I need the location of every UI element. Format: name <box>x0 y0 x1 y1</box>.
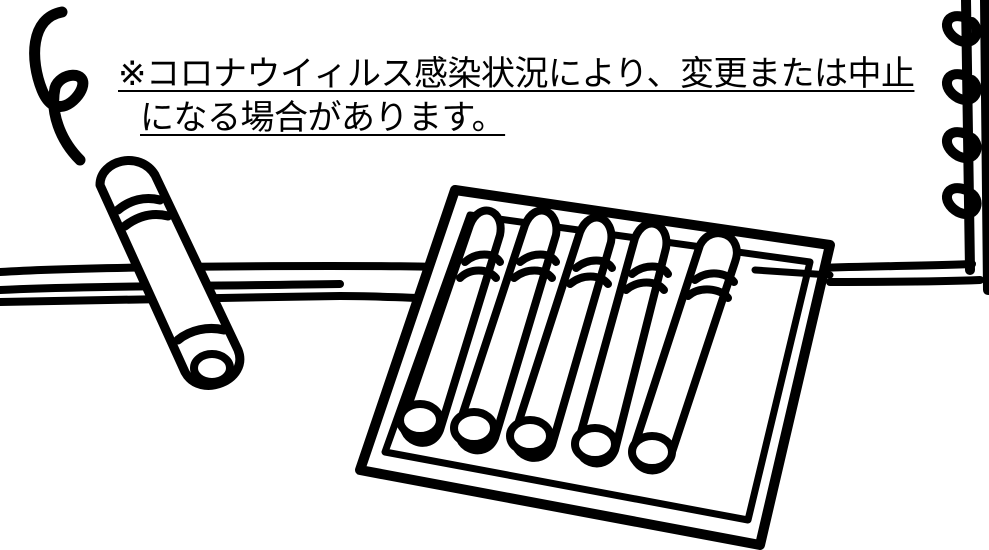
chalk-in-box-1 <box>396 206 505 447</box>
notice-line-2-text: になる場合があります。 <box>140 98 506 138</box>
spiral-binding-icon <box>942 0 989 295</box>
notice-line-1: ※コロナウイィルス感染状況により、変更または中止 <box>118 52 918 96</box>
notice-line-1-text: ※コロナウイィルス感染状況により、変更または中止 <box>118 54 915 94</box>
chalk-icon <box>95 156 245 390</box>
chalk-in-box-4 <box>571 219 672 468</box>
cancellation-notice: ※コロナウイィルス感染状況により、変更または中止 になる場合があります。 <box>118 52 918 140</box>
chalk-in-box-2 <box>450 206 561 455</box>
left-spiral-icon <box>29 6 89 166</box>
notice-line-2: になる場合があります。 <box>118 96 918 140</box>
chalk-in-box-5 <box>628 229 741 475</box>
chalk-in-box-3 <box>506 213 616 462</box>
